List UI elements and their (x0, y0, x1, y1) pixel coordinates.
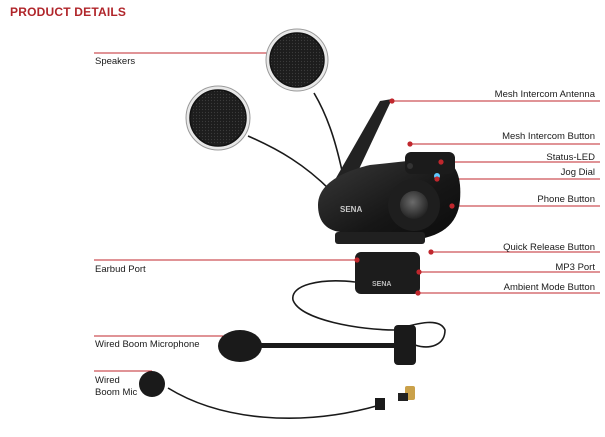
label-status-led: Status-LED (546, 152, 595, 163)
label-jog-dial: Jog Dial (560, 167, 595, 178)
label-mesh-intercom-button: Mesh Intercom Button (502, 131, 595, 142)
intercom-unit: SENA (318, 152, 461, 244)
speaker-2 (185, 85, 251, 151)
label-wired-boom-mic-line1: Wired (95, 375, 120, 386)
label-mp3-port: MP3 Port (555, 262, 595, 273)
brand-logo: SENA (340, 205, 362, 214)
brand-logo-base: SENA (372, 281, 391, 288)
label-earbud-port: Earbud Port (95, 264, 146, 275)
clamp-base: SENA (355, 252, 420, 294)
pointer-dots (354, 98, 455, 296)
label-speakers: Speakers (95, 56, 136, 67)
boom-microphone (218, 325, 416, 365)
speaker-1 (265, 28, 329, 92)
label-wired-boom-mic-line2: Boom Mic (95, 387, 138, 398)
label-mesh-intercom-antenna: Mesh Intercom Antenna (494, 89, 595, 100)
antenna (336, 99, 392, 184)
leader-lines (94, 52, 600, 372)
page-title: PRODUCT DETAILS (10, 5, 127, 19)
wired-boom-mic (139, 371, 415, 410)
label-phone-button: Phone Button (537, 194, 595, 205)
jog-dial-knob (400, 191, 428, 219)
label-ambient-mode-button: Ambient Mode Button (503, 282, 595, 293)
label-wired-boom-microphone: Wired Boom Microphone (95, 339, 200, 350)
label-quick-release-button: Quick Release Button (503, 242, 595, 253)
